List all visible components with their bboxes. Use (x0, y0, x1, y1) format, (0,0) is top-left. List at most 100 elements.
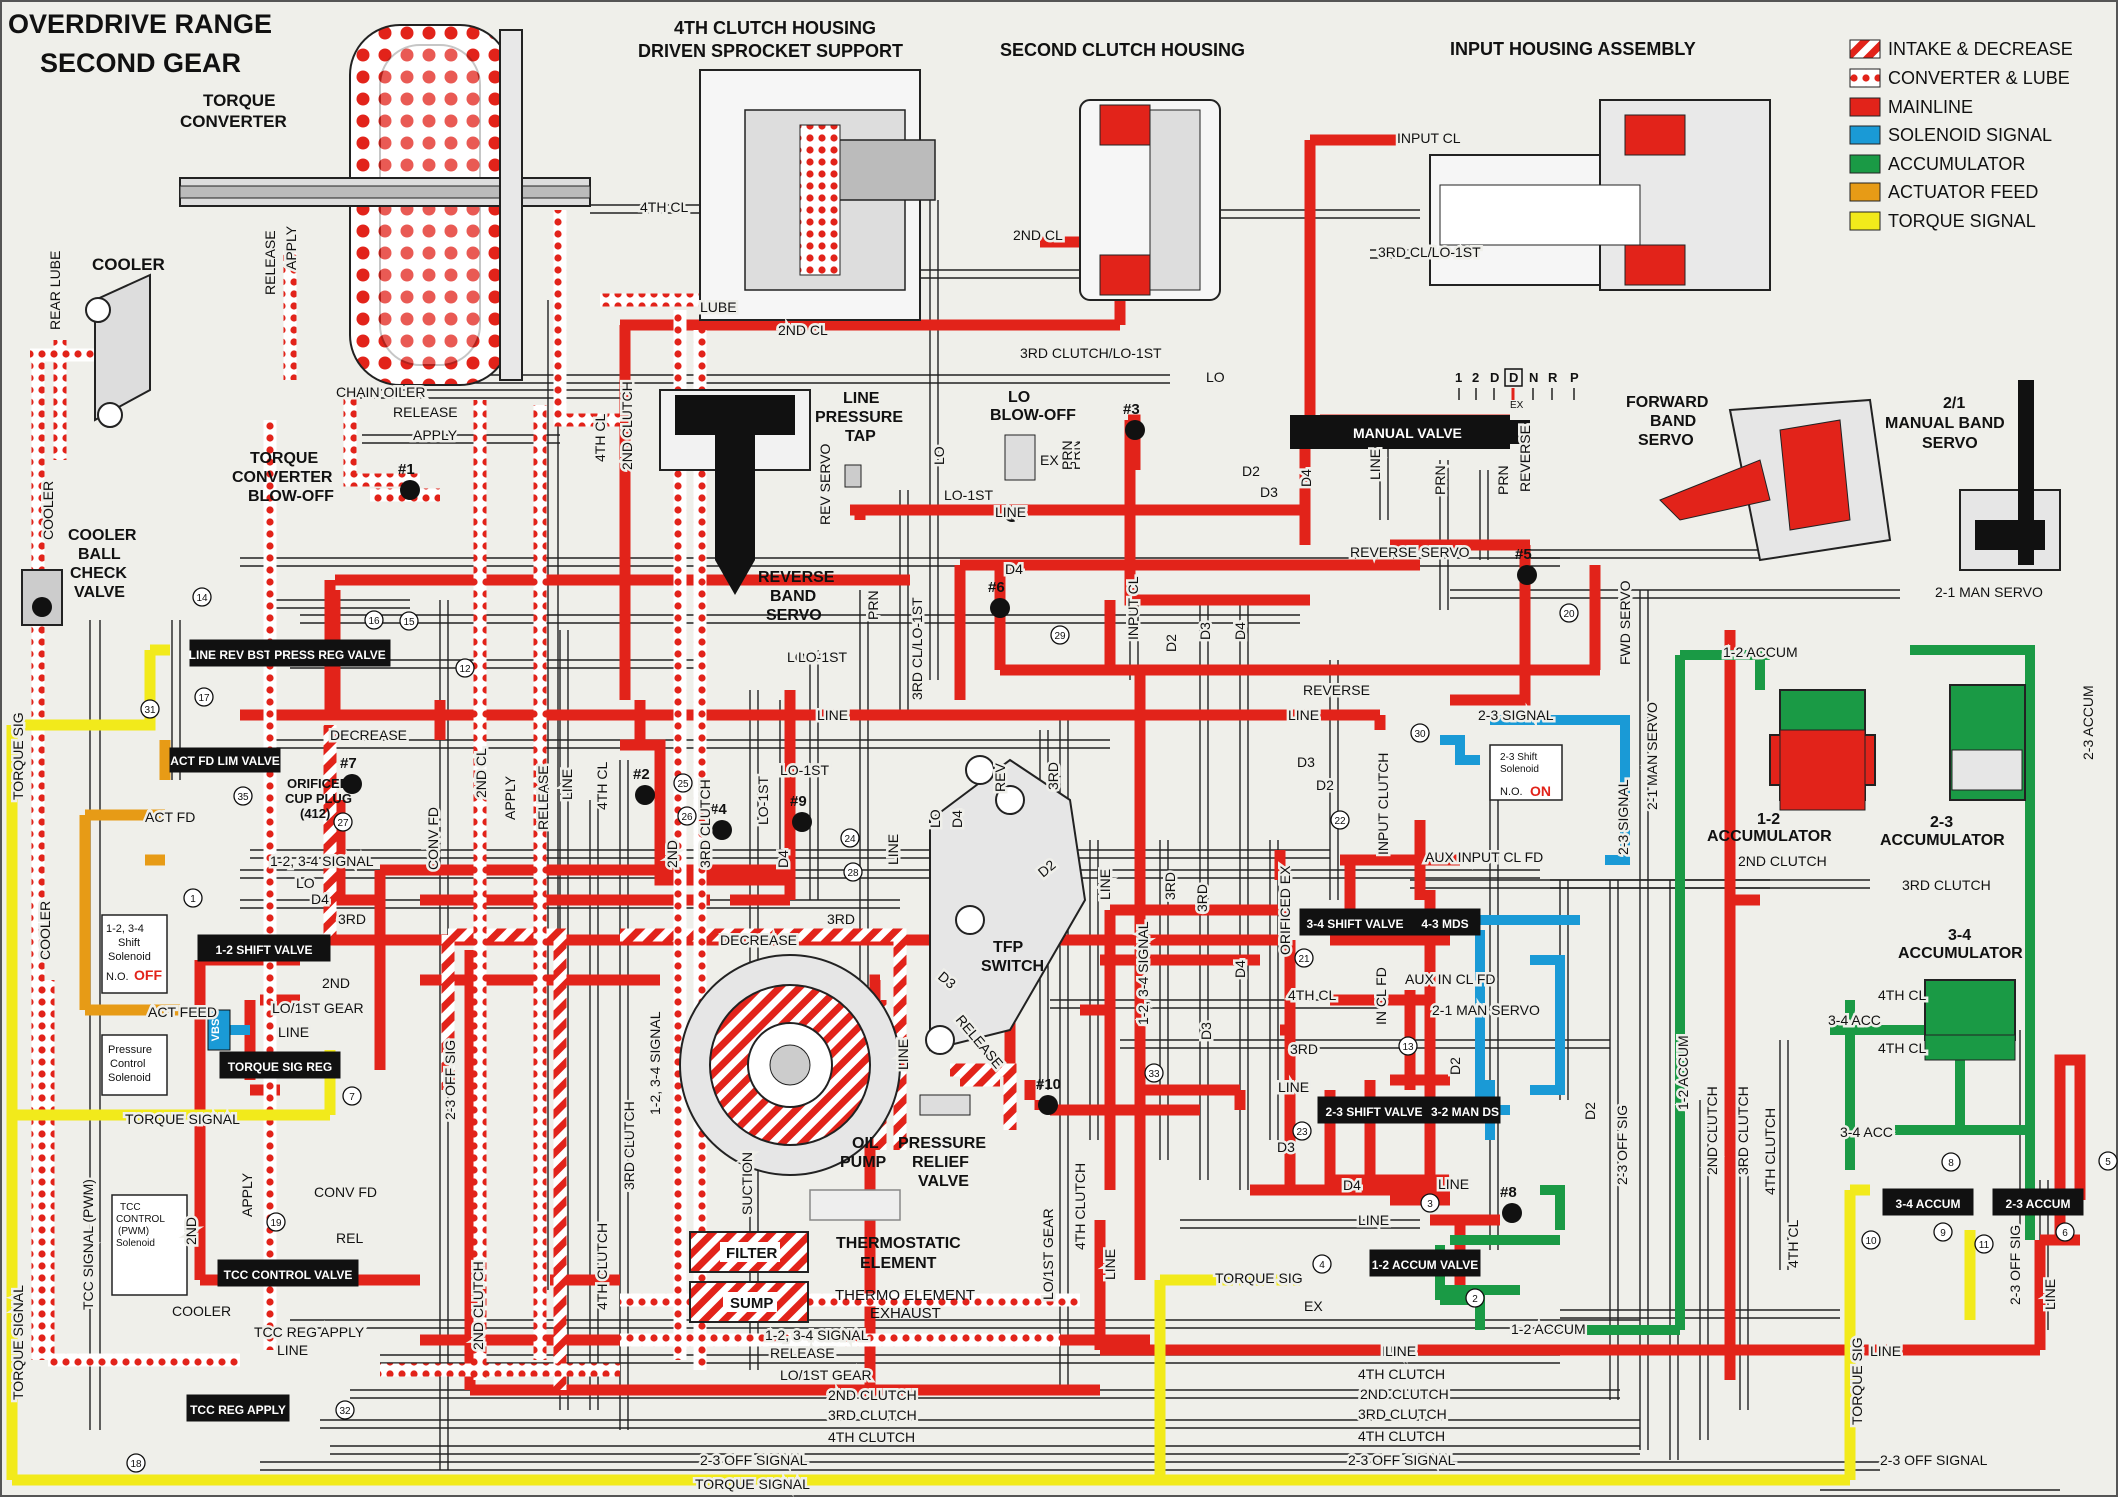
passage-label-sig1234-v: 1-2, 3-4 SIGNAL (647, 1011, 663, 1115)
orificed-cup-l2: CUP PLUG (285, 791, 352, 806)
manual-valve: MANUAL VALVE (1290, 415, 1530, 449)
valve-body (189, 639, 271, 667)
oil-pump (679, 954, 901, 1176)
actuator-feed-passages (79, 740, 230, 1046)
line-tap-l2: PRESSURE (815, 409, 903, 426)
orifice-marker (183, 888, 203, 908)
rear-lube-label: REAR LUBE (47, 251, 63, 330)
cooler-heading: COOLER (92, 255, 165, 274)
passage-label-d2-h: D2 (1316, 777, 1334, 793)
s12-state: OFF (134, 967, 162, 983)
passage-label-line-v3: LINE (1102, 1249, 1118, 1280)
man-servo-l3: SERVO (1922, 435, 1978, 452)
passage-label-d3-v3: D3 (1198, 1022, 1214, 1040)
valve-body (1882, 1188, 1974, 1216)
valve-label: 3-2 MAN DS (1431, 1105, 1499, 1119)
orifice-marker (1465, 1288, 1485, 1308)
input-housing-heading: INPUT HOUSING ASSEMBLY (1450, 39, 1696, 59)
manual-band-servo (1959, 380, 2061, 571)
cooler-ball-check-valve (21, 569, 63, 626)
pressure-control-solenoid: Pressure Control Solenoid (101, 1034, 168, 1096)
input-housing-assembly (1429, 99, 1771, 291)
fwd-servo-l2: BAND (1650, 413, 1696, 430)
passage-label-reverse-h: REVERSE (1303, 682, 1370, 698)
checkball (1502, 1203, 1522, 1223)
checkball-label: #1 (398, 461, 415, 478)
orifice-number: 29 (1054, 631, 1066, 642)
orifice-number: 6 (2062, 1228, 2068, 1239)
relief-l2: RELIEF (912, 1154, 969, 1171)
passage-label-cooler-h: COOLER (172, 1303, 231, 1319)
selector-position: D (1509, 370, 1518, 385)
legend-swatch (1849, 154, 1881, 174)
shift-solenoid-23: 2-3 Shift Solenoid N.O. ON (1489, 744, 1563, 801)
passage-label-4th-cl-v2: 4TH CL (594, 762, 610, 810)
reverse-servo-l1: REVERSE (758, 569, 835, 586)
legend-swatch (1849, 68, 1881, 88)
orifice-number: 4 (1319, 1260, 1325, 1271)
orifice-marker (266, 1212, 286, 1232)
passage-label-in-cl-fd: IN CL FD (1373, 967, 1389, 1025)
passage-label-lo1st-gear-b: LO/1ST GEAR (780, 1367, 872, 1383)
passage-label-prn3: PRN (1495, 465, 1511, 495)
passage-label-lo-v2: LO (927, 809, 943, 828)
orifice-number: 11 (1979, 1240, 1990, 1251)
selector-exhaust: EX (1510, 400, 1524, 411)
passage-label-cooler-v2: COOLER (40, 481, 56, 540)
passage-label-accum23-v: 2-3 ACCUM (2080, 685, 2096, 760)
passage-label-2nd-cl-mid: 2ND CL (778, 322, 828, 338)
orifice-marker (140, 699, 160, 719)
passage-label-3rd-h2: 3RD (827, 911, 855, 927)
valve-label: PRESS REG VALVE (274, 648, 386, 662)
passage-label-4th-clutch-v: 4TH CLUTCH (594, 1223, 610, 1310)
passage-label-2nd-cl-top: 2ND CL (1013, 227, 1063, 243)
cooler-check-l2: BALL (78, 546, 121, 563)
checkball (1517, 565, 1537, 585)
passage-label-decrease-h2: DECREASE (720, 932, 797, 948)
passage-label-2nd-clutch-v3: 2ND CLUTCH (1704, 1086, 1720, 1175)
passage-label-2nd-clutch-v: 2ND CLUTCH (619, 381, 635, 470)
valve-label: 2-3 SHIFT VALVE (1326, 1105, 1423, 1119)
orifice-number: 16 (368, 616, 380, 627)
valve-label: TORQUE SIG REG (228, 1060, 332, 1074)
selector-position: R (1548, 370, 1558, 385)
orifice-marker (1420, 1193, 1440, 1213)
orifice-marker (1410, 723, 1430, 743)
orificed-cup-l3: (412) (300, 806, 330, 821)
passage-label-line-v6: LINE (1097, 869, 1113, 900)
orifice-number: 9 (1940, 1228, 1946, 1239)
orifice-number: 2 (1472, 1294, 1478, 1305)
legend-label: MAINLINE (1888, 97, 1973, 117)
pressure-relief-valve (919, 1094, 971, 1116)
tfp-l1: TFP (993, 939, 1024, 956)
passage-label-aux-input: AUX INPUT CL FD (1425, 849, 1543, 865)
cooler-check-l4: VALVE (74, 584, 125, 601)
orifice-number: 33 (1148, 1069, 1160, 1080)
passage-label-d2-v: D2 (1163, 634, 1179, 652)
orifice-number: 26 (681, 812, 693, 823)
accum34-l2: ACCUMULATOR (1898, 945, 2023, 962)
passage-label-tcc-signal: TCC SIGNAL (PWM) (80, 1179, 96, 1310)
passage-label-act-fd: ACT FD (145, 809, 195, 825)
orifice-marker (455, 658, 475, 678)
passage-label-acc34b: 3-4 ACC (1840, 1124, 1893, 1140)
passage-label-lo-1st-c: LO-1ST (798, 649, 847, 665)
thermo-l1: THERMOSTATIC (836, 1235, 961, 1252)
legend-swatch (1849, 211, 1881, 231)
oil-pump-l2: PUMP (840, 1154, 887, 1171)
orifice-number: 35 (237, 792, 249, 803)
orifice-number: 1 (190, 894, 196, 905)
orificed-cup-l1: ORIFICED (287, 776, 349, 791)
passage-label-lube: LUBE (700, 299, 737, 315)
checkball (792, 812, 812, 832)
orifice-marker (1974, 1234, 1994, 1254)
passage-label-2nd-cl-v: 2ND CL (473, 748, 489, 798)
passage-label-torque-sig-h: TORQUE SIG (1215, 1270, 1303, 1286)
passage-label-lo-1st-v: LO-1ST (755, 776, 771, 825)
orifice-number: 18 (130, 1459, 142, 1470)
passage-label-sig23: 2-3 SIGNAL (1478, 707, 1554, 723)
legend-swatch (1849, 125, 1881, 145)
